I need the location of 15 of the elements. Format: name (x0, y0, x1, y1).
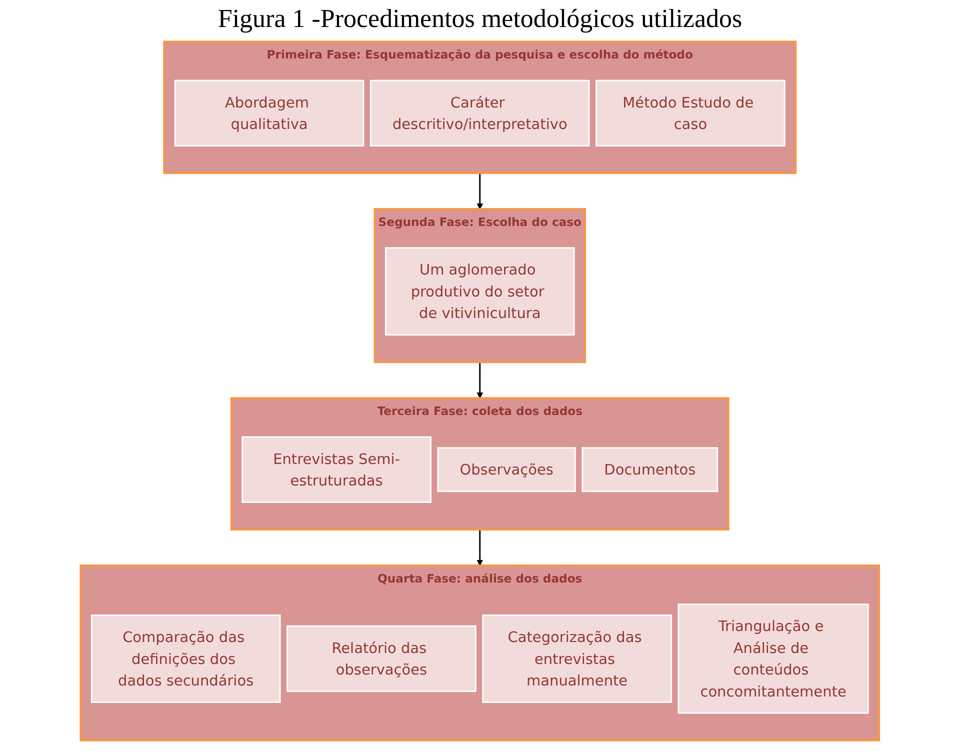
node-box: Relatório das observações (286, 625, 476, 692)
arrow (476, 172, 484, 210)
node-box: Triangulação e Análise de conteúdos concomitantemente (678, 604, 869, 714)
node-box: Documentos (582, 447, 718, 492)
node-box: Caráter descritivo/interpretativo (370, 80, 590, 146)
node-box: Método Estudo de caso (596, 80, 786, 146)
node-box: Entrevistas Semi-estruturadas (242, 436, 432, 503)
node-box: Abordagem qualitativa (174, 80, 364, 146)
arrow (476, 529, 484, 566)
node-box: Um aglomerado produtivo do setor de vitivinicultura (385, 247, 575, 336)
node-box: Categorização das entrevistas manualmente (482, 614, 672, 703)
node-box: Observações (437, 447, 576, 492)
figure-title: Figura 1 -Procedimentos metodológicos utilizados (216, 4, 744, 34)
node-box: Comparação das definições dos dados secundários (91, 614, 281, 703)
arrow (476, 362, 484, 399)
